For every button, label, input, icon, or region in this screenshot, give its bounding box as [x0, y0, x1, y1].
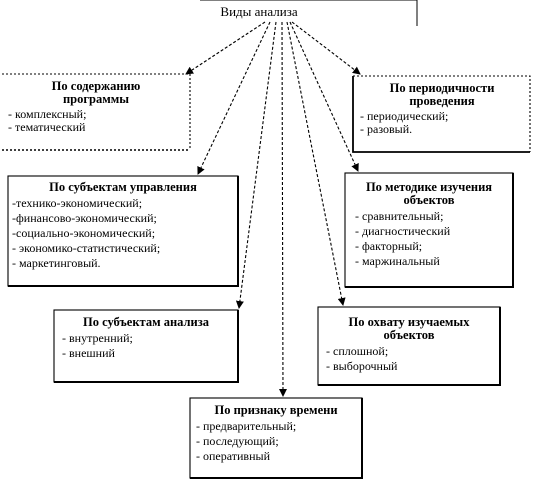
- list-item: - сплошной;: [326, 344, 389, 358]
- list-item: - сравнительный;: [355, 209, 444, 223]
- list-item: -финансово-экономический;: [12, 211, 157, 225]
- item-list: - предварительный; - последующий; - опер…: [196, 419, 360, 464]
- root-box-border: [200, 0, 418, 26]
- method-box-shadow: [345, 173, 514, 288]
- box-time: По признаку времени - предварительный; -…: [192, 404, 360, 464]
- list-item: - маржинальный: [355, 254, 440, 268]
- list-item: - внешний: [62, 346, 115, 360]
- box-content: По содержанию программы - комплексный; -…: [4, 80, 188, 134]
- box-title: По субъектам анализа: [82, 315, 210, 329]
- item-list: - сплошной; - выборочный: [326, 344, 498, 374]
- list-item: - диагностический: [355, 224, 451, 238]
- box-coverage: По охвату изучаемых объектов - сплошной;…: [320, 316, 498, 374]
- arrow-to-coverage: [286, 21, 346, 306]
- list-item: - тематический: [8, 120, 86, 134]
- box-mgmt-subjects: По субъектам управления -технико-экономи…: [10, 181, 236, 271]
- list-item: - экономико-статистический;: [12, 241, 161, 255]
- box-title: По методике изучения объектов: [365, 180, 493, 207]
- analysis-subjects-box-shadow: [54, 310, 239, 383]
- item-list: - сравнительный; - диагностический - фак…: [355, 209, 511, 269]
- arrow-to-analysis-subjects: [235, 21, 277, 309]
- arrow-to-method: [289, 21, 359, 172]
- list-item: - комплексный;: [8, 107, 87, 121]
- box-title: По периодичности проведения: [389, 81, 495, 108]
- list-item: - маркетинговый.: [12, 256, 101, 270]
- list-item: - периодический;: [360, 109, 449, 123]
- box-title: По охвату изучаемых объектов: [348, 315, 470, 342]
- box-analysis-subjects: По субъектам анализа - внутренний; - вне…: [56, 316, 236, 361]
- item-list: - комплексный; - тематический: [8, 108, 188, 134]
- time-box-shadow: [190, 398, 363, 479]
- item-list: - периодический; - разовый.: [360, 110, 528, 136]
- list-item: - факторный;: [355, 239, 423, 253]
- root-title: Виды анализа: [220, 4, 298, 19]
- mgmt-subjects-box-shadow: [8, 176, 239, 287]
- arrow-to-periodicity: [291, 21, 361, 75]
- list-item: - последующий;: [196, 434, 279, 448]
- list-item: - внутренний;: [62, 331, 133, 345]
- list-item: -технико-экономический;: [12, 196, 143, 210]
- list-item: -социально-экономический;: [12, 226, 156, 240]
- periodicity-box-shadow: [352, 76, 530, 153]
- box-title: По признаку времени: [214, 403, 338, 417]
- item-list: -технико-экономический; -финансово-эконо…: [12, 196, 236, 271]
- list-item: - предварительный;: [196, 419, 297, 433]
- arrow-to-mgmt-subjects: [197, 21, 271, 175]
- arrow-to-time: [278, 21, 287, 397]
- box-periodicity: По периодичности проведения - периодичес…: [356, 82, 528, 136]
- list-item: - оперативный: [196, 449, 270, 463]
- item-list: - внутренний; - внешний: [62, 331, 236, 361]
- list-item: - разовый.: [360, 122, 413, 136]
- box-method: По методике изучения объектов - сравните…: [347, 181, 511, 269]
- periodicity-box-border: [353, 75, 531, 152]
- box-title: По субъектам управления: [49, 180, 197, 194]
- coverage-box-shadow: [318, 307, 501, 386]
- list-item: - выборочный: [326, 359, 398, 373]
- box-title: По содержанию программы: [51, 79, 141, 106]
- arrow-to-content: [185, 21, 266, 75]
